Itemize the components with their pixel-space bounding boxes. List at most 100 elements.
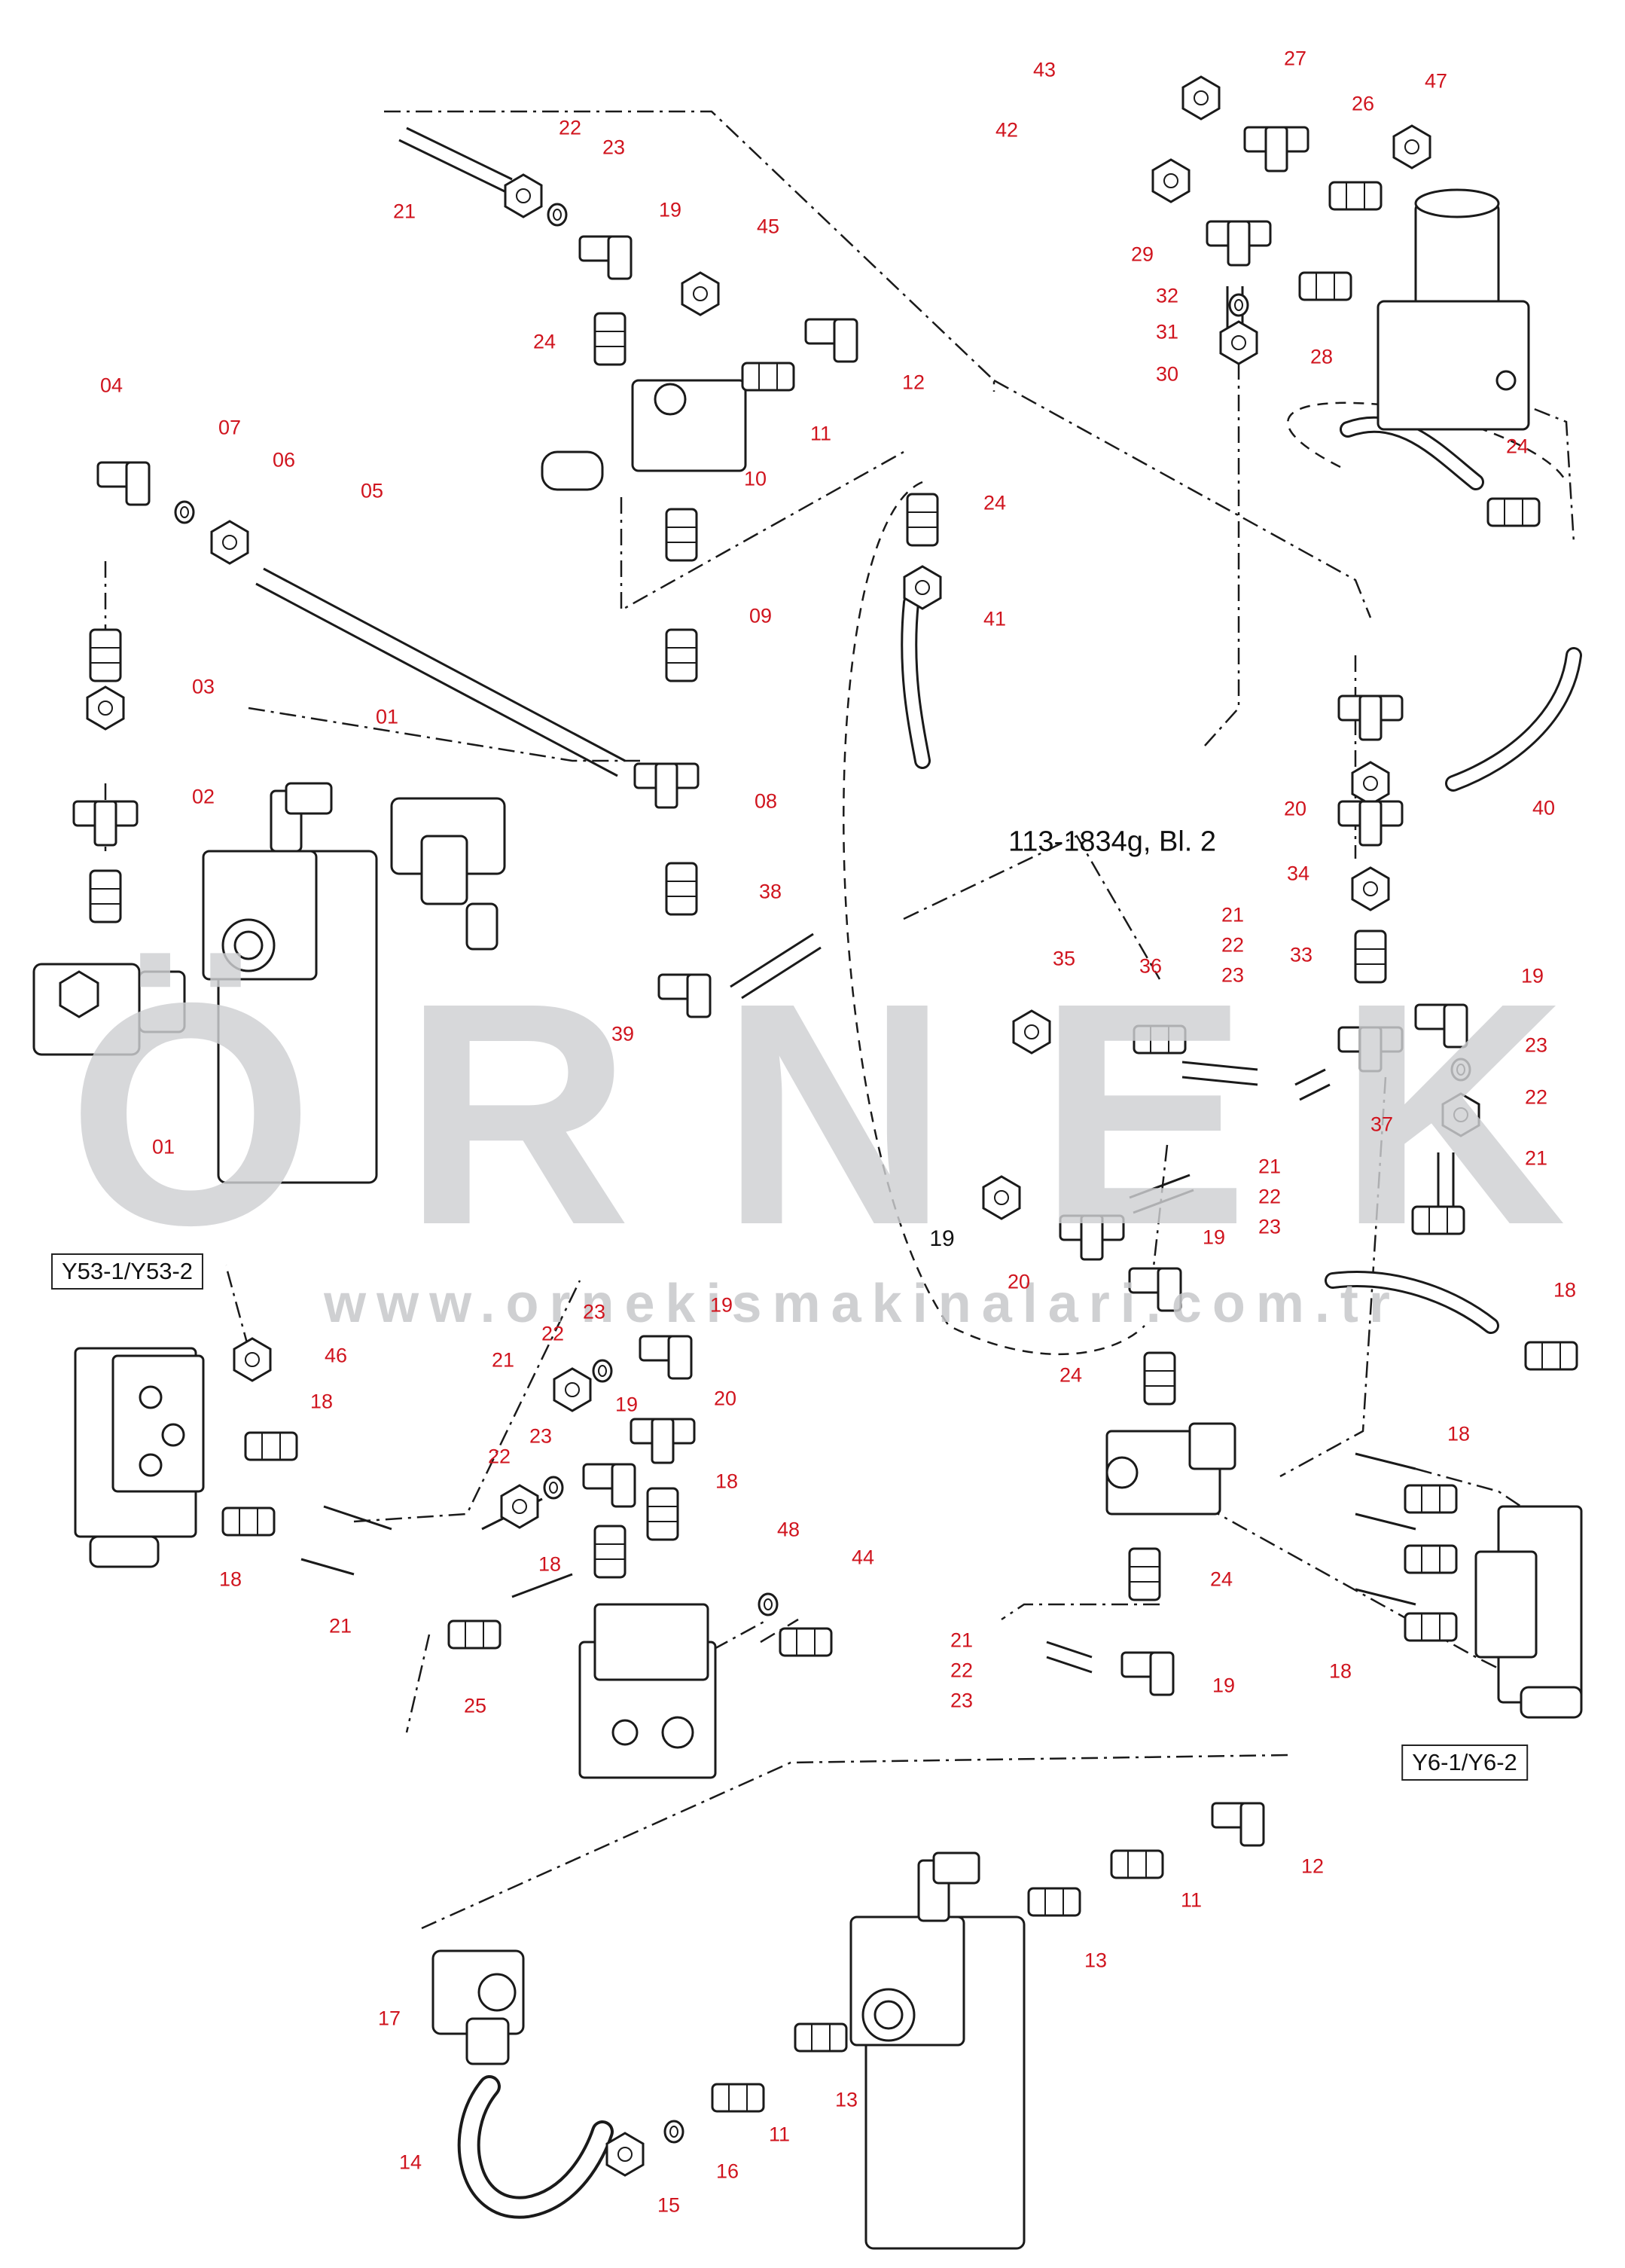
part-callout: 18 [1553, 1278, 1577, 1302]
watermark-letter: K [1337, 938, 1566, 1291]
part-callout: 41 [983, 607, 1007, 630]
part-callout: 19 [614, 1393, 639, 1416]
part-callout: 47 [1424, 69, 1448, 93]
part-callout: 26 [1351, 92, 1375, 115]
part-callout: 13 [834, 2088, 858, 2111]
part-callout: 21 [1524, 1146, 1548, 1170]
part-callout: 18 [309, 1390, 334, 1413]
part-callout: 39 [611, 1022, 635, 1045]
watermark-letter: N [720, 938, 949, 1291]
part-callout: 18 [1447, 1422, 1471, 1445]
part-callout: 11 [809, 422, 832, 445]
part-callout: 05 [360, 479, 384, 502]
part-callout: 22 [541, 1322, 565, 1345]
part-callout: 27 [1283, 47, 1307, 70]
part-callout: 22 [1258, 1185, 1282, 1208]
part-callout: 32 [1155, 284, 1179, 307]
part-callout: 20 [1007, 1270, 1031, 1293]
part-callout: 22 [1221, 933, 1245, 957]
watermark-letter: E [1038, 938, 1249, 1291]
part-callout: 17 [377, 2007, 401, 2030]
part-callout: 18 [715, 1470, 739, 1493]
part-callout: 36 [1139, 954, 1163, 978]
watermark-url: www.ornekismakinalari.com.tr [324, 1274, 1401, 1334]
part-callout: 43 [1032, 58, 1056, 81]
part-callout: 22 [558, 116, 582, 139]
part-callout: 22 [950, 1659, 974, 1682]
part-callout: 18 [1328, 1659, 1352, 1683]
part-callout: 14 [398, 2150, 422, 2174]
sheet-reference: 113-1834g, Bl. 2 [1008, 826, 1217, 858]
part-callout: 11 [768, 2123, 791, 2146]
part-callout: 28 [1309, 345, 1334, 368]
part-callout: 24 [1505, 435, 1529, 458]
part-callout: 12 [1300, 1854, 1325, 1878]
part-callout: 11 [1180, 1888, 1203, 1912]
part-callout-black: 19 [929, 1226, 955, 1251]
part-callout: 34 [1286, 862, 1310, 885]
part-callout: 08 [754, 789, 778, 813]
part-callout: 23 [529, 1424, 553, 1448]
part-callout: 13 [1084, 1949, 1108, 1972]
part-callout: 38 [758, 880, 782, 903]
part-callout: 04 [99, 374, 123, 397]
part-callout: 46 [324, 1344, 348, 1367]
part-callout: 24 [1059, 1363, 1083, 1387]
part-callout: 02 [191, 785, 215, 808]
part-callout: 21 [392, 200, 416, 223]
part-callout: 23 [602, 136, 626, 159]
part-callout: 21 [1221, 903, 1245, 926]
part-callout: 23 [950, 1689, 974, 1712]
part-callout: 31 [1155, 320, 1179, 343]
part-callout: 37 [1370, 1113, 1394, 1136]
part-callout: 18 [218, 1567, 242, 1591]
part-callout: 23 [1524, 1033, 1548, 1057]
watermark-letter: R [403, 938, 632, 1291]
part-callout: 07 [218, 416, 242, 439]
part-callout: 45 [756, 215, 780, 238]
part-callout: 40 [1532, 796, 1556, 820]
solenoid-label-y6: Y6-1/Y6-2 [1401, 1744, 1528, 1781]
part-callout: 01 [375, 705, 399, 728]
part-callout: 19 [1202, 1226, 1226, 1249]
part-callout: 23 [1258, 1215, 1282, 1238]
part-callout: 30 [1155, 362, 1179, 386]
part-callout: 44 [851, 1546, 875, 1569]
part-callout: 19 [709, 1293, 733, 1317]
part-callout: 24 [1209, 1567, 1233, 1591]
part-callout: 23 [1221, 963, 1245, 987]
part-callout: 22 [487, 1445, 511, 1468]
part-callout: 18 [538, 1552, 562, 1576]
part-callout: 33 [1289, 943, 1313, 966]
part-callout: 10 [743, 467, 767, 490]
part-callout: 22 [1524, 1085, 1548, 1109]
part-callout: 21 [491, 1348, 515, 1372]
part-callout: 03 [191, 675, 215, 698]
part-callout: 21 [328, 1614, 352, 1638]
part-callout: 48 [776, 1518, 800, 1541]
part-callout: 19 [1212, 1674, 1236, 1697]
part-callout: 23 [582, 1300, 606, 1323]
part-callout: 09 [748, 604, 773, 627]
watermark-logo: Ö R N E K [68, 957, 1566, 1273]
part-callout: 24 [983, 491, 1007, 514]
part-callout: 19 [1520, 964, 1544, 987]
part-callout: 42 [995, 118, 1019, 142]
part-callout: 12 [901, 371, 925, 394]
part-callout: 01 [151, 1135, 175, 1158]
part-callout: 19 [658, 198, 682, 221]
part-callout: 20 [1283, 797, 1307, 820]
part-callout: 06 [272, 448, 296, 472]
part-callout: 21 [1258, 1155, 1282, 1178]
part-callout: 16 [715, 2160, 739, 2183]
part-callout: 29 [1130, 243, 1154, 266]
part-callout: 35 [1052, 947, 1076, 970]
part-callout: 20 [713, 1387, 737, 1410]
part-callout: 21 [950, 1629, 974, 1652]
part-callout: 25 [463, 1694, 487, 1717]
part-callout: 15 [657, 2193, 681, 2217]
solenoid-label-y53: Y53-1/Y53-2 [50, 1253, 204, 1290]
